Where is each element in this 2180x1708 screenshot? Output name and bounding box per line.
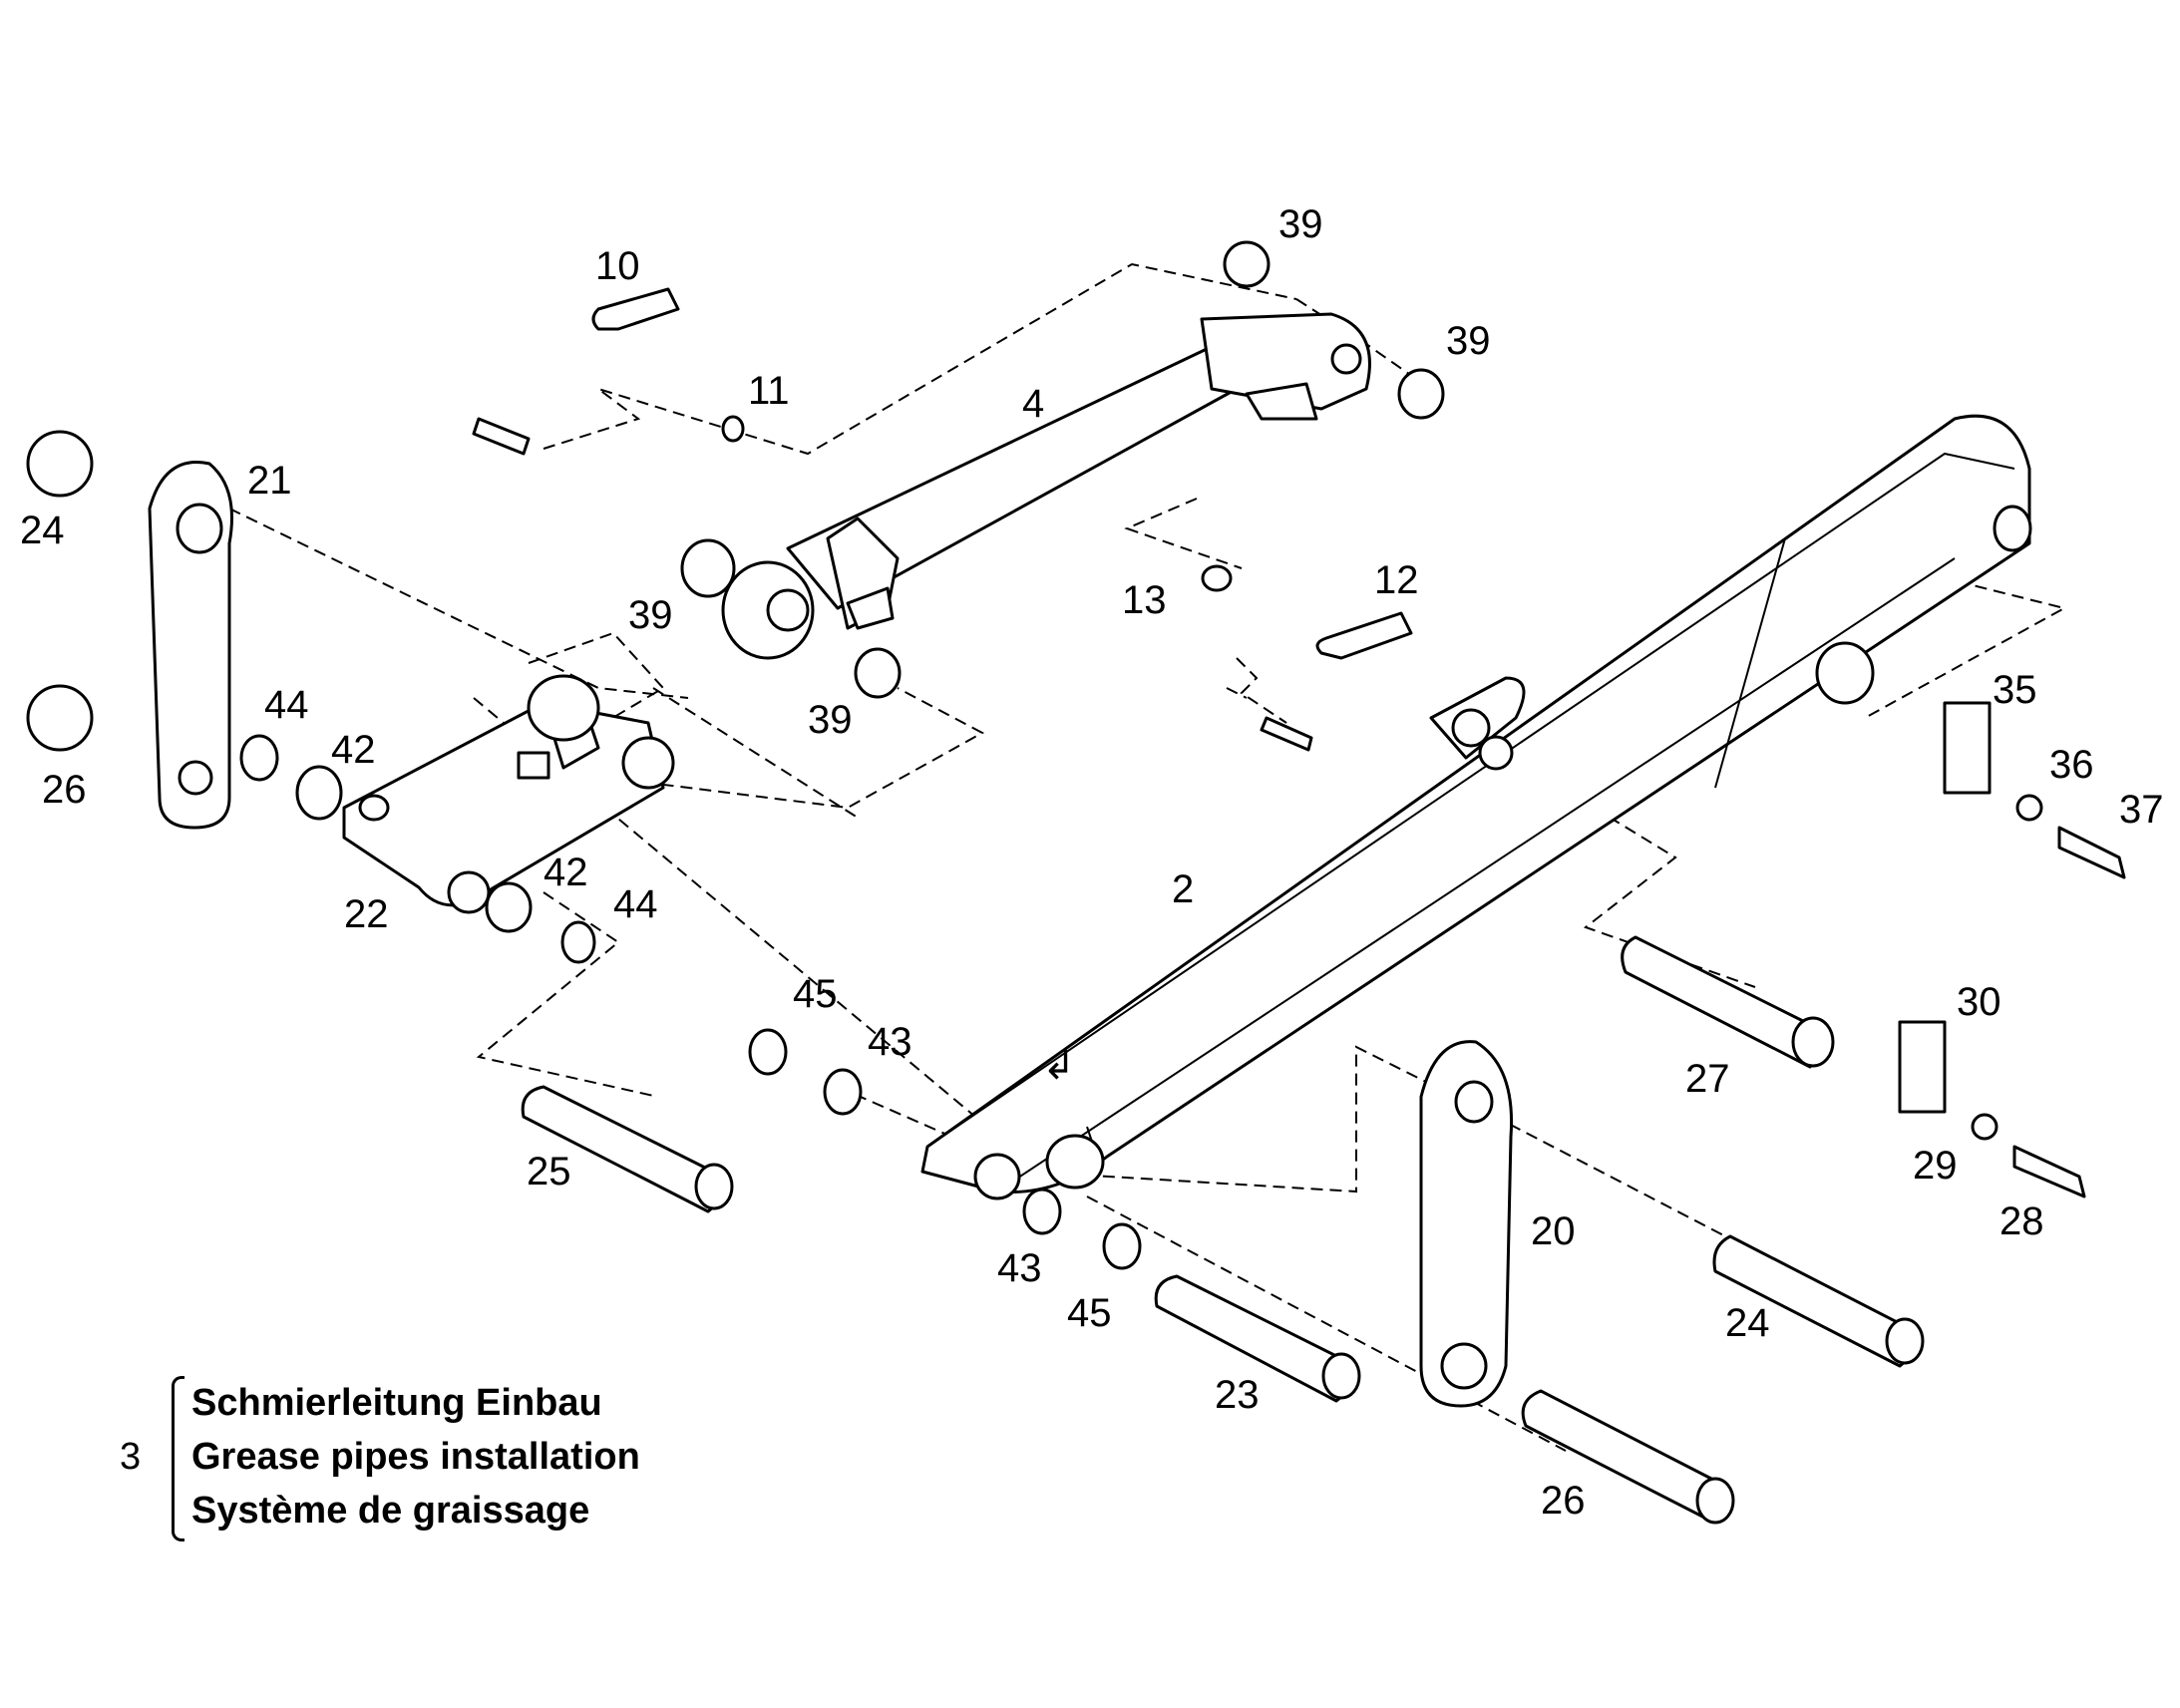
callout-27: 27 [1685,1057,1730,1101]
callout-25: 25 [527,1150,571,1194]
callout-11: 11 [748,369,790,413]
small-hardware [26,240,2126,1270]
callout-2: 2 [1172,867,1194,911]
callout-43-top: 43 [868,1020,912,1064]
link-arm-20 [1419,1040,1514,1408]
callout-13: 13 [1122,578,1167,622]
crossbeam [342,674,675,914]
legend-text: Schmierleitung Einbau Grease pipes insta… [191,1376,640,1537]
legend-line-en: Grease pipes installation [191,1436,640,1478]
callout-26-left: 26 [42,768,87,812]
callout-10: 10 [595,244,640,288]
callout-39-right: 39 [1446,319,1491,363]
callout-24-top: 24 [20,509,65,552]
callout-42-top: 42 [331,728,376,772]
legend-brace [172,1376,184,1541]
legend-line-de: Schmierleitung Einbau [191,1382,602,1424]
callout-24-right: 24 [1725,1301,1770,1345]
callout-37: 37 [2119,788,2164,832]
callout-21: 21 [247,459,292,503]
callout-43-bottom: 43 [997,1246,1042,1290]
callout-4: 4 [1022,382,1044,426]
callout-39-bottom: 39 [808,698,853,742]
callout-44-top: 44 [264,683,309,727]
callout-39-top: 39 [1278,202,1323,246]
callout-22: 22 [344,892,389,936]
svg-text:↲: ↲ [1042,1044,1076,1088]
callout-labels: 2 4 10 11 12 13 20 21 22 23 24 24 25 26 … [20,202,2164,1523]
callout-28: 28 [1999,1199,2044,1243]
callout-45-bottom: 45 [1067,1291,1112,1335]
legend-ref-number: 3 [120,1436,142,1478]
pins [521,935,1925,1525]
callout-23: 23 [1215,1373,1260,1417]
hydraulic-cylinder [721,312,1371,660]
callout-12: 12 [1374,558,1419,602]
callout-20: 20 [1531,1209,1576,1253]
callout-35: 35 [1993,668,2037,712]
callout-26-right: 26 [1541,1479,1586,1523]
callout-42-bottom: 42 [544,851,588,894]
assembly-lines [228,262,2067,1452]
callout-29: 29 [1913,1144,1958,1188]
callout-45-top: 45 [793,972,838,1016]
callout-39-left: 39 [628,593,673,637]
callout-44-bottom: 44 [613,882,658,926]
callout-30: 30 [1957,980,2001,1024]
callout-36: 36 [2049,743,2094,787]
legend-line-fr: Système de graissage [191,1490,590,1532]
link-arm-21 [148,461,233,830]
boom-arm: ↲ [920,414,2032,1200]
